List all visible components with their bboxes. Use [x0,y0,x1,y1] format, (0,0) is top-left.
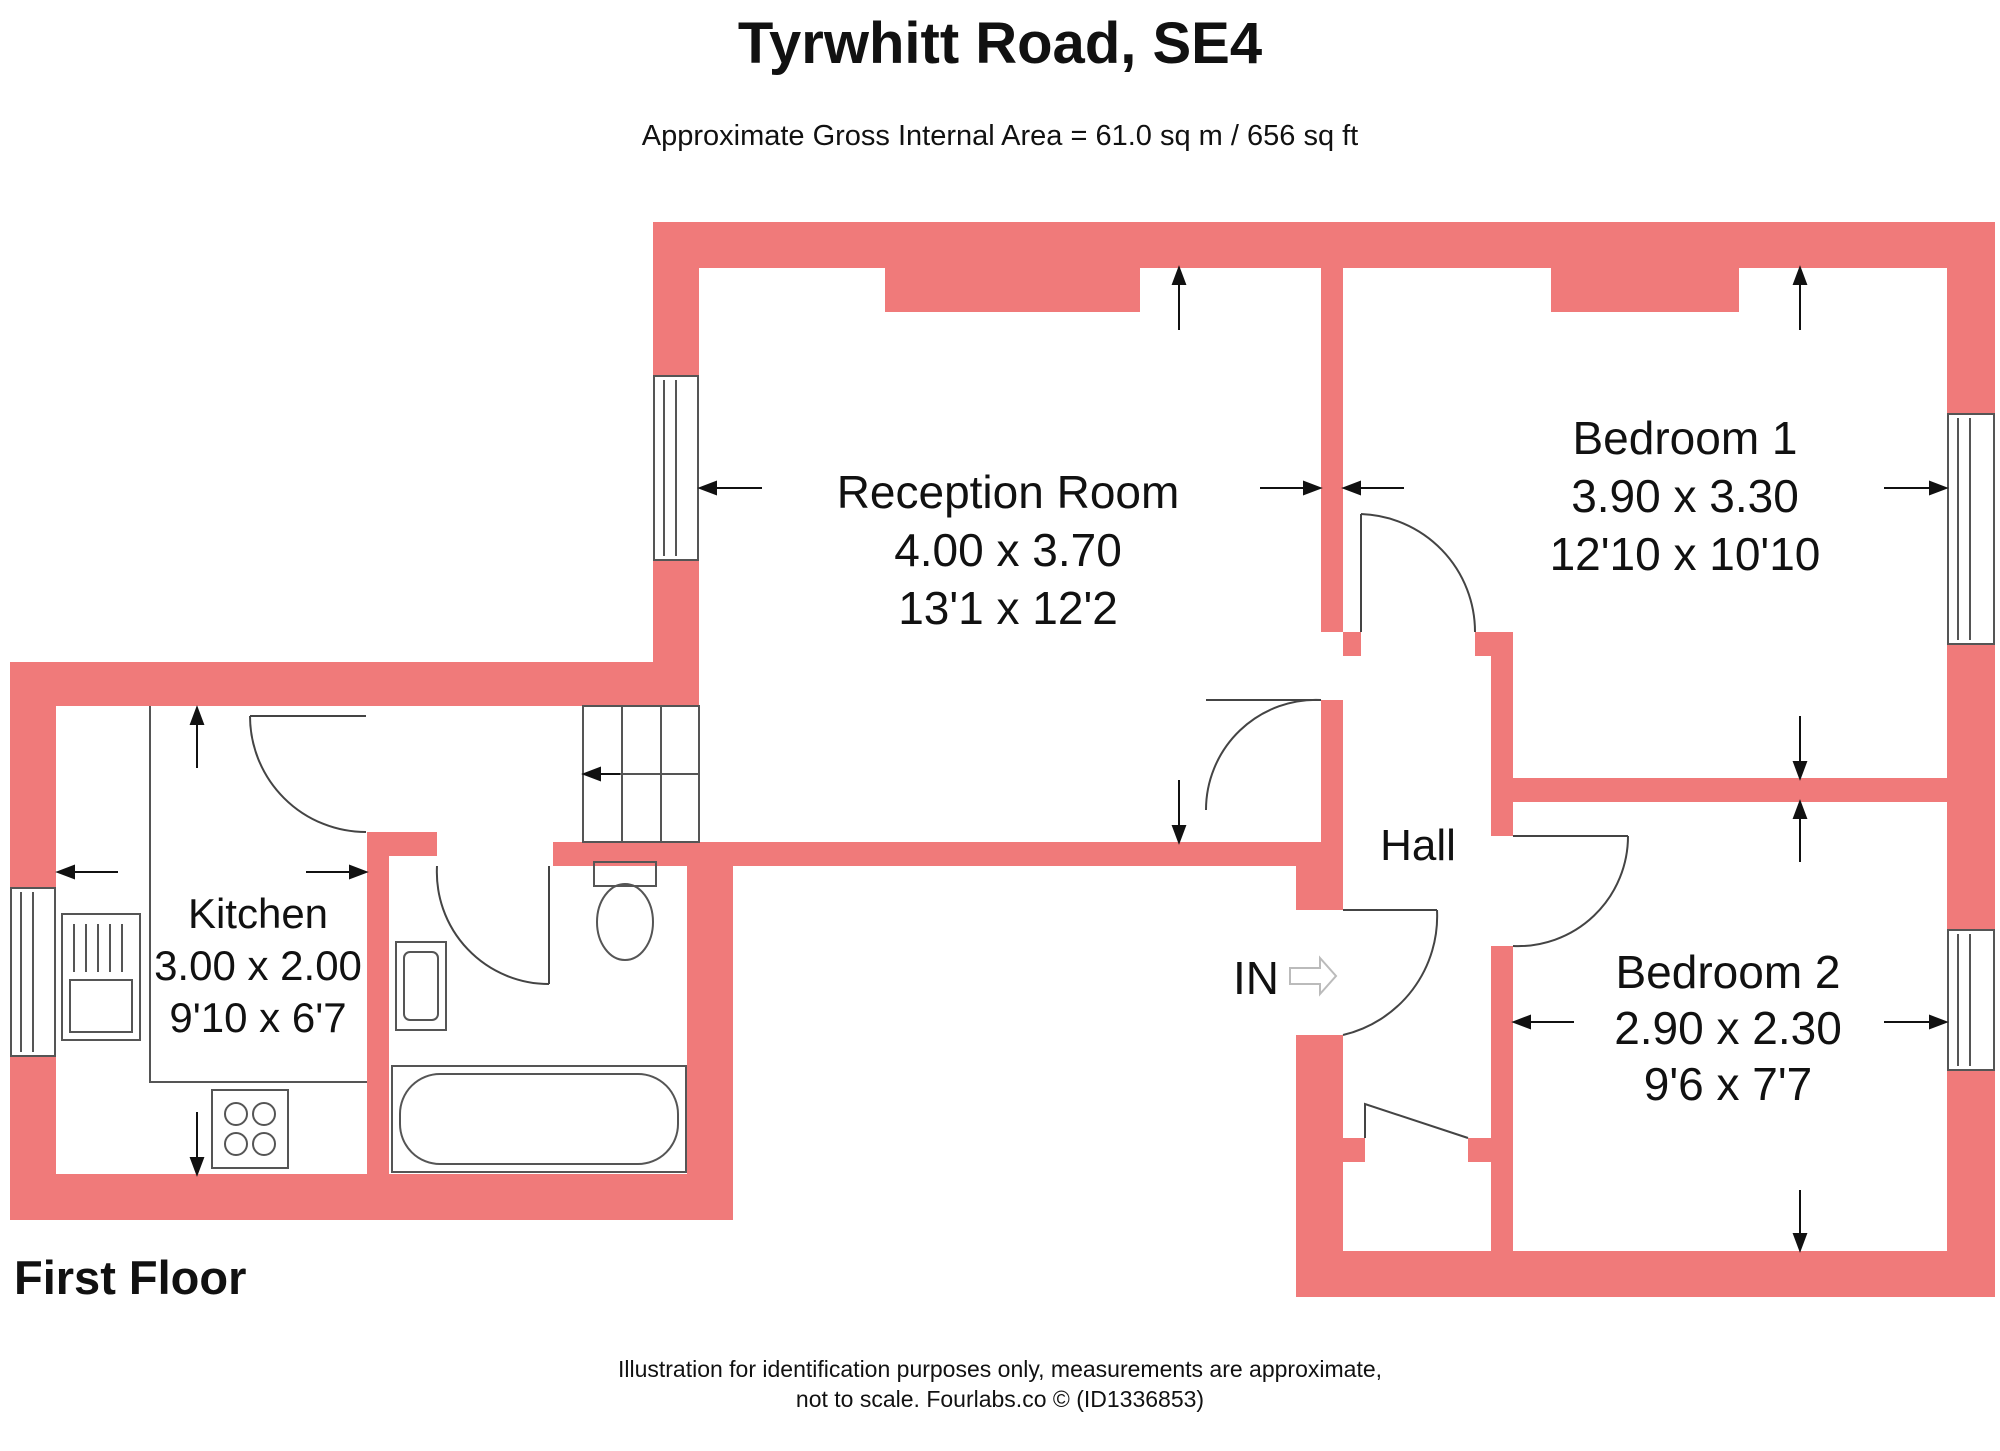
kitchen-metric: 3.00 x 2.00 [154,942,362,989]
wall-bath-top-left [367,832,437,856]
wall-cupboard-left [1343,1138,1365,1162]
floor-label: First Floor [14,1251,247,1304]
door-entrance [1342,909,1439,1036]
reception-metric: 4.00 x 3.70 [894,524,1122,576]
bedroom1-name: Bedroom 1 [1572,412,1797,464]
bedroom2-name: Bedroom 2 [1615,946,1840,998]
dimension-arrows [55,265,1949,1253]
chimney-reception [885,268,1140,312]
door-bedroom2 [1512,835,1630,948]
wall-bottom-right [1296,1251,1995,1297]
disclaimer: Illustration for identification purposes… [0,1354,2000,1414]
doors [249,513,1630,1139]
kitchen-imperial: 9'10 x 6'7 [169,994,346,1041]
gross-area: Approximate Gross Internal Area = 61.0 s… [641,120,1359,152]
plan-title: Tyrwhitt Road, SE4 [737,11,1263,76]
room-labels: Reception Room 4.00 x 3.70 13'1 x 12'2 B… [154,412,1842,1110]
wall-kitchen-top [10,662,699,706]
wall-cupboard-right [1468,1138,1513,1162]
wall-bed2-left-a [1491,802,1513,836]
wall-hall-left-upper [1321,700,1343,866]
door-bedroom1 [1360,513,1476,633]
bath [391,1065,687,1173]
door-bathroom [435,865,550,986]
bedroom2-imperial: 9'6 x 7'7 [1644,1058,1812,1110]
wall-hall-nib [1343,632,1361,656]
reception-imperial: 13'1 x 12'2 [898,582,1118,634]
wall-reception-bed1 [1321,268,1343,632]
kitchen-fittings [61,706,367,1169]
wall-reception-bottom [553,842,1321,866]
bathroom-fittings [391,861,687,1173]
bedroom1-metric: 3.90 x 3.30 [1571,470,1799,522]
wall-kitchen-bath [367,832,389,1174]
entrance-label: IN [1233,952,1279,1004]
wall-hall-right-upper [1491,632,1513,802]
wc-bowl [596,883,654,961]
wall-right-upper [1947,222,1995,1297]
bedroom2-metric: 2.90 x 2.30 [1614,1002,1842,1054]
door-kitchen [249,715,367,833]
wall-bed2-left-b [1491,946,1513,1251]
worktop [149,706,367,1083]
hall-name: Hall [1380,821,1456,870]
wall-top [653,222,1995,268]
bedroom1-imperial: 12'10 x 10'10 [1550,528,1821,580]
wc-cistern [593,861,657,887]
wall-kitchen-bottom [10,1174,733,1220]
wall-hall-right-nib [1475,632,1513,656]
wall-bed1-bottom [1491,778,1947,802]
disclaimer-line-2: not to scale. Fourlabs.co © (ID1336853) [795,1386,1205,1412]
kitchen-name: Kitchen [188,890,328,937]
door-reception [1204,698,1322,811]
washbasin [395,941,447,1031]
kitchen-sink [61,913,141,1041]
wall-hall-left-lower [1296,866,1343,910]
windows [10,375,1995,1071]
wall-bath-right [687,842,733,1220]
door-cupboard [1364,1102,1469,1139]
reception-name: Reception Room [837,466,1180,518]
hob [211,1089,289,1169]
walls [10,222,1995,1297]
chimney-bedroom1 [1551,268,1739,312]
disclaimer-line-1: Illustration for identification purposes… [617,1356,1383,1382]
entrance-arrow [1289,955,1338,997]
